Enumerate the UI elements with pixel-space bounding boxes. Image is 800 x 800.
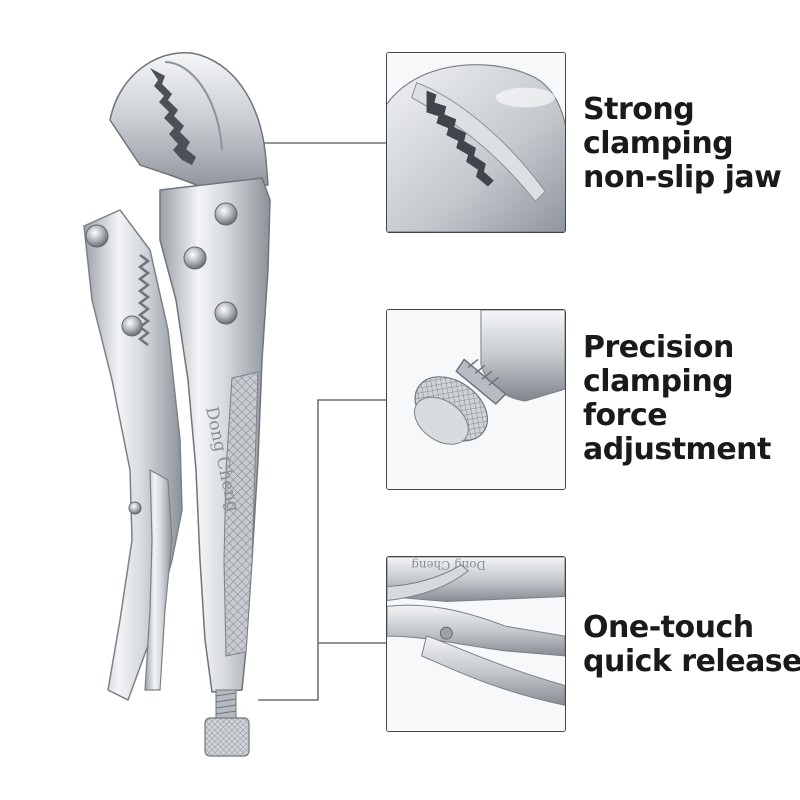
release-lever-closeup (387, 604, 565, 657)
screw-thread (215, 692, 237, 715)
rivet-3 (214, 301, 238, 325)
thread-closeup (455, 358, 507, 405)
rivet-1 (214, 202, 238, 226)
release-lever (144, 468, 173, 691)
lower-handle-closeup (421, 635, 565, 706)
feature-line: One-touch (583, 610, 754, 645)
rivet-6 (128, 501, 142, 515)
rivet-2 (183, 246, 207, 270)
feature-label-adjustment: Precision clamping force adjustment (583, 331, 795, 467)
callout-line-screw (258, 399, 386, 701)
rivet-4 (85, 224, 109, 248)
detail-inset-jaw (386, 52, 566, 233)
jaw-teeth (150, 68, 196, 165)
jaw-closeup-teeth (426, 90, 494, 187)
jaw-inner-groove (164, 61, 223, 151)
upper-jaw (109, 52, 269, 191)
feature-line: adjustment (583, 432, 771, 467)
grip-knurling (223, 371, 259, 657)
knob-closeup-face (414, 396, 469, 445)
rivet-5 (121, 315, 143, 337)
release-pin (439, 626, 453, 640)
spring (137, 254, 151, 346)
lower-handle (83, 209, 183, 702)
feature-line: quick release (583, 644, 800, 679)
release-inset-engraving: Dong Cheng (411, 558, 486, 572)
feature-line: Strong (583, 92, 695, 127)
feature-line: force (583, 398, 668, 433)
feature-line: Precision (583, 330, 734, 365)
adjustment-knob (204, 717, 250, 757)
feature-line: clamping (583, 126, 734, 161)
feature-line: clamping (583, 364, 734, 399)
feature-label-jaw: Strong clamping non-slip jaw (583, 93, 795, 195)
release-tab-closeup (387, 564, 469, 602)
feature-line: non-slip jaw (583, 160, 782, 195)
feature-label-release: One-touch quick release (583, 610, 800, 679)
detail-inset-quick-release: Dong Cheng (386, 556, 566, 732)
detail-inset-adjustment-screw (386, 309, 566, 490)
